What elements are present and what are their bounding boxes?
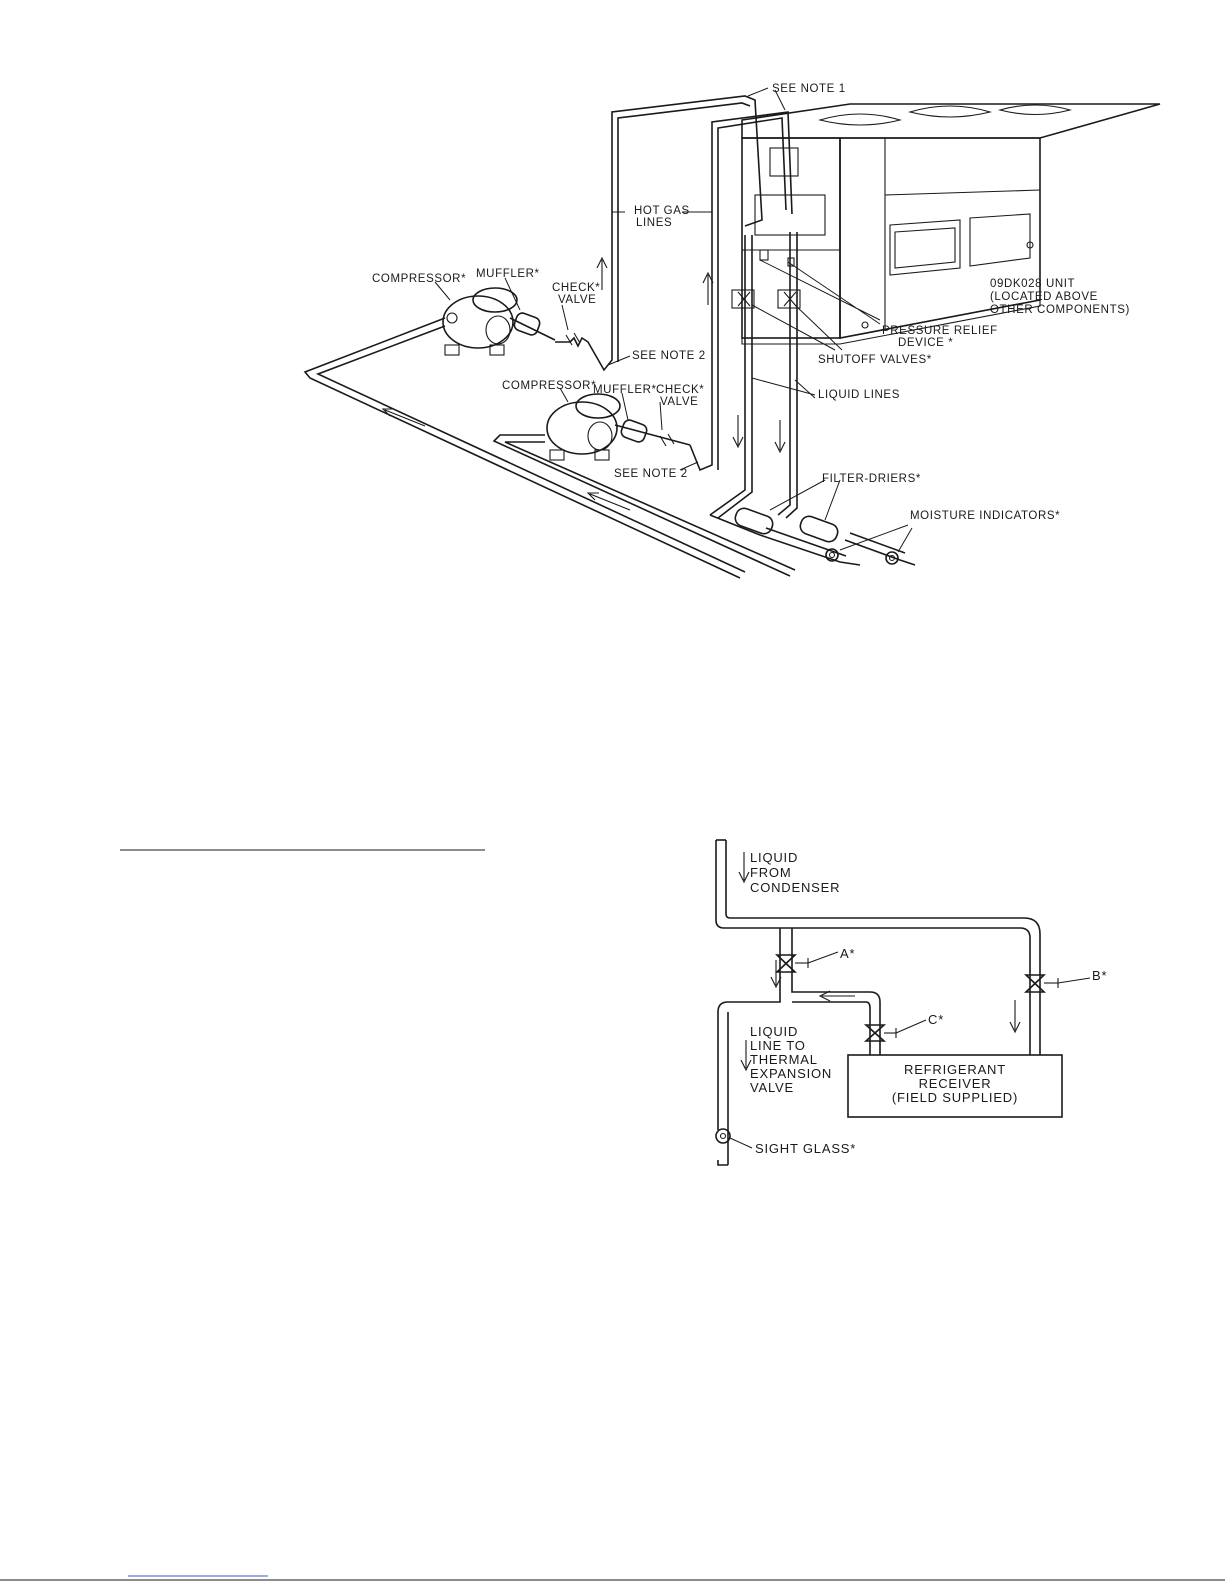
bottom-diagram-labels: LIQUID FROM CONDENSER A* B* C* REFRIGERA… [750, 850, 1107, 1156]
label-compressor-1: COMPRESSOR* [372, 273, 466, 285]
refrigerant-receiver [847, 1054, 1063, 1118]
label-liquid-from-condenser-2: FROM [750, 865, 791, 880]
compressor-icon [442, 287, 518, 356]
label-receiver-1: REFRIGERANT [904, 1062, 1006, 1077]
label-valve-a: A* [840, 946, 855, 961]
filter-drier-icon [799, 515, 839, 543]
compressor-icon [546, 393, 621, 461]
label-unit-3: OTHER COMPONENTS) [990, 304, 1130, 316]
moisture-indicator-icon [825, 548, 839, 562]
top-diagram-labels: SEE NOTE 1 HOT GAS LINES COMPRESSOR* MUF… [372, 83, 1130, 522]
label-sight-glass: SIGHT GLASS* [755, 1141, 856, 1156]
label-liquid-line-1: LIQUID [750, 1024, 798, 1039]
label-pressure-relief-2: DEVICE * [898, 337, 953, 349]
shutoff-valve-icon [731, 289, 755, 309]
label-muffler-1: MUFFLER* [476, 268, 540, 280]
label-hot-gas-lines-1: HOT GAS [634, 205, 690, 217]
check-valve-icon [659, 433, 675, 447]
label-liquid-from-condenser-1: LIQUID [750, 850, 798, 865]
label-receiver-2: RECEIVER [919, 1076, 992, 1091]
label-liquid-line-3: THERMAL [750, 1052, 818, 1067]
label-see-note-2a: SEE NOTE 2 [632, 350, 706, 362]
moisture-indicator-icon [885, 551, 899, 565]
shutoff-valve-icon [777, 289, 801, 309]
receiver-piping-diagram [715, 839, 1091, 1166]
label-compressor-2: COMPRESSOR* [502, 380, 596, 392]
label-moisture-indicators: MOISTURE INDICATORS* [910, 510, 1060, 522]
piping-diagram-top [303, 87, 1161, 579]
label-check-valve-1b: VALVE [558, 294, 596, 306]
label-valve-c: C* [928, 1012, 944, 1027]
label-liquid-line-5: VALVE [750, 1080, 794, 1095]
label-liquid-from-condenser-3: CONDENSER [750, 880, 840, 895]
leader-lines [729, 951, 1091, 1149]
label-filter-driers: FILTER-DRIERS* [822, 473, 921, 485]
label-receiver-3: (FIELD SUPPLIED) [892, 1090, 1018, 1105]
label-shutoff-valves: SHUTOFF VALVES* [818, 354, 932, 366]
sight-glass-icon [715, 1128, 731, 1144]
label-check-valve-1a: CHECK* [552, 282, 600, 294]
label-liquid-lines: LIQUID LINES [818, 389, 900, 401]
label-hot-gas-lines-2: LINES [636, 217, 672, 229]
label-liquid-line-4: EXPANSION [750, 1066, 832, 1081]
label-unit-2: (LOCATED ABOVE [990, 291, 1098, 303]
label-unit-1: 09DK028 UNIT [990, 278, 1075, 290]
label-pressure-relief-1: PRESSURE RELIEF [882, 325, 998, 337]
muffler-icon [509, 312, 556, 341]
label-valve-b: B* [1092, 968, 1107, 983]
muffler-icon [614, 419, 691, 446]
label-see-note-2b: SEE NOTE 2 [614, 468, 688, 480]
flow-arrow-icon [738, 852, 1021, 1072]
flow-arrow-icon [381, 256, 786, 511]
label-check-valve-2a: CHECK* [656, 384, 704, 396]
label-see-note-1: SEE NOTE 1 [772, 83, 846, 95]
label-liquid-line-2: LINE TO [750, 1038, 806, 1053]
pressure-relief-device-icon [759, 249, 795, 267]
leader-lines [434, 87, 913, 553]
label-check-valve-2b: VALVE [660, 396, 698, 408]
filter-drier-icon [709, 507, 774, 536]
label-muffler-2: MUFFLER* [593, 384, 657, 396]
check-valve-icon [565, 332, 581, 346]
